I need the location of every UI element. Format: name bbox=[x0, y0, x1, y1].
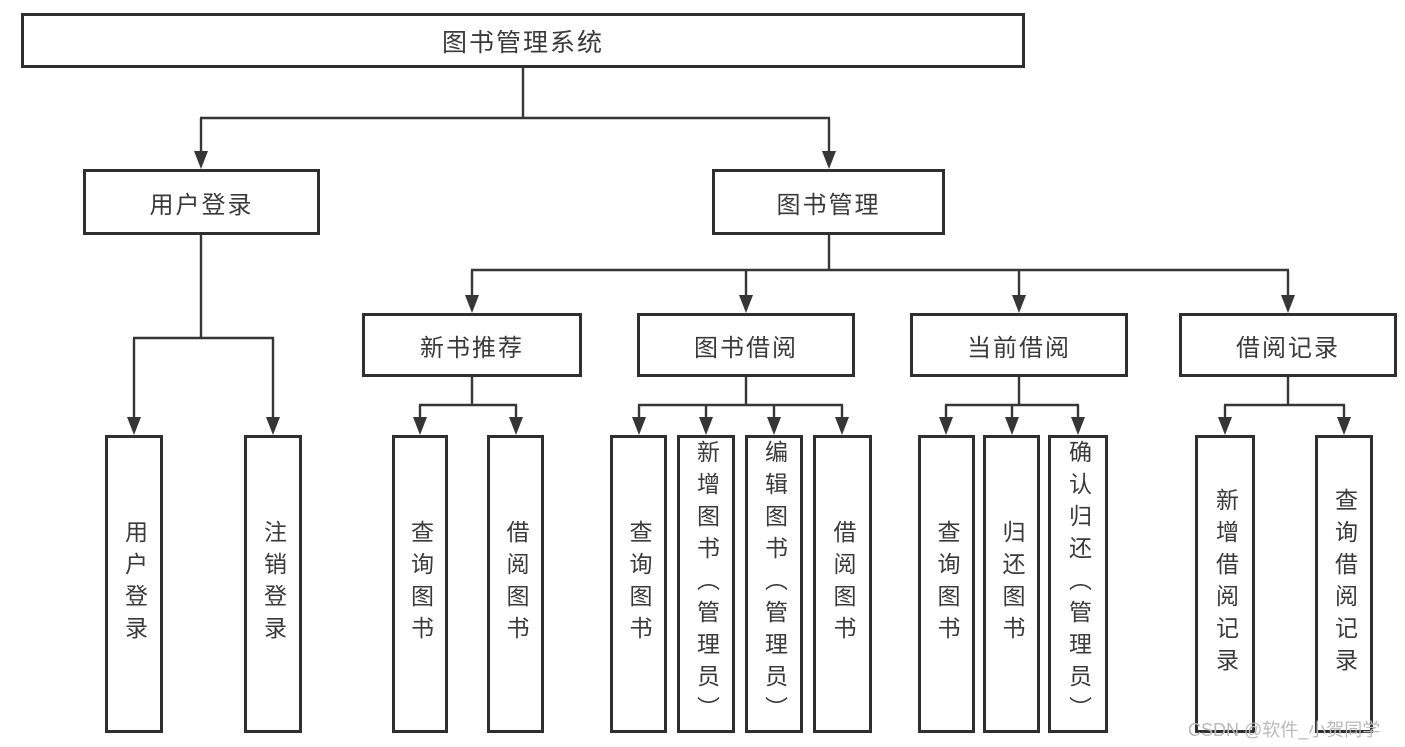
leaf-confirm-return-admin: 确认归还（管理员） bbox=[1048, 435, 1108, 733]
leaf-label: 编辑图书（管理员） bbox=[761, 440, 788, 728]
leaf-label: 借阅图书 bbox=[503, 520, 529, 648]
csdn-watermark: CSDN @软件_小贺同学 bbox=[1188, 720, 1381, 740]
leaf-label: 查询图书 bbox=[934, 520, 960, 648]
connector-root-to-level2 bbox=[194, 68, 836, 169]
leaf-label: 归还图书 bbox=[999, 520, 1025, 648]
leaf-label: 借阅图书 bbox=[830, 520, 856, 648]
leaf-edit-books-admin: 编辑图书（管理员） bbox=[745, 435, 803, 733]
leaf-label: 注销登录 bbox=[260, 520, 287, 648]
node-user-login-branch: 用户登录 bbox=[83, 169, 320, 235]
node-current-borrowing: 当前借阅 bbox=[910, 313, 1128, 377]
leaf-query-books-current: 查询图书 bbox=[918, 435, 975, 733]
leaf-borrow-books-recommend: 借阅图书 bbox=[487, 435, 544, 733]
connector-user-login-to-leaves bbox=[127, 235, 280, 435]
connector-borrowing-records-to-leaves bbox=[1218, 377, 1351, 435]
leaf-label: 用户登录 bbox=[121, 520, 148, 648]
connector-current-borrowing-to-leaves bbox=[939, 377, 1085, 435]
leaf-label: 新增借阅记录 bbox=[1212, 488, 1239, 680]
leaf-label: 新增图书（管理员） bbox=[693, 440, 720, 728]
node-library-management-system: 图书管理系统 bbox=[21, 13, 1025, 68]
node-book-borrowing: 图书借阅 bbox=[637, 313, 855, 377]
leaf-add-books-admin: 新增图书（管理员） bbox=[677, 435, 735, 733]
node-borrowing-records: 借阅记录 bbox=[1179, 313, 1397, 377]
leaf-label: 确认归还（管理员） bbox=[1065, 440, 1092, 728]
leaf-query-books-recommend: 查询图书 bbox=[392, 435, 448, 733]
leaf-logout: 注销登录 bbox=[244, 435, 302, 733]
leaf-query-books-borrowing: 查询图书 bbox=[610, 435, 667, 733]
leaf-return-books: 归还图书 bbox=[983, 435, 1040, 733]
leaf-label: 查询图书 bbox=[407, 520, 434, 648]
connector-book-borrowing-to-leaves bbox=[632, 377, 849, 435]
leaf-user-login: 用户登录 bbox=[105, 435, 163, 733]
leaf-label: 查询图书 bbox=[626, 520, 652, 648]
connector-book-management-to-level3 bbox=[465, 235, 1295, 313]
node-new-book-recommend: 新书推荐 bbox=[362, 313, 582, 377]
node-book-management-branch: 图书管理 bbox=[712, 169, 945, 235]
connector-new-book-recommend-to-leaves bbox=[413, 377, 523, 435]
leaf-borrow-books-borrowing: 借阅图书 bbox=[813, 435, 872, 733]
leaf-query-borrow-record: 查询借阅记录 bbox=[1315, 435, 1373, 733]
leaf-label: 查询借阅记录 bbox=[1331, 488, 1358, 680]
leaf-add-borrow-record: 新增借阅记录 bbox=[1195, 435, 1255, 733]
